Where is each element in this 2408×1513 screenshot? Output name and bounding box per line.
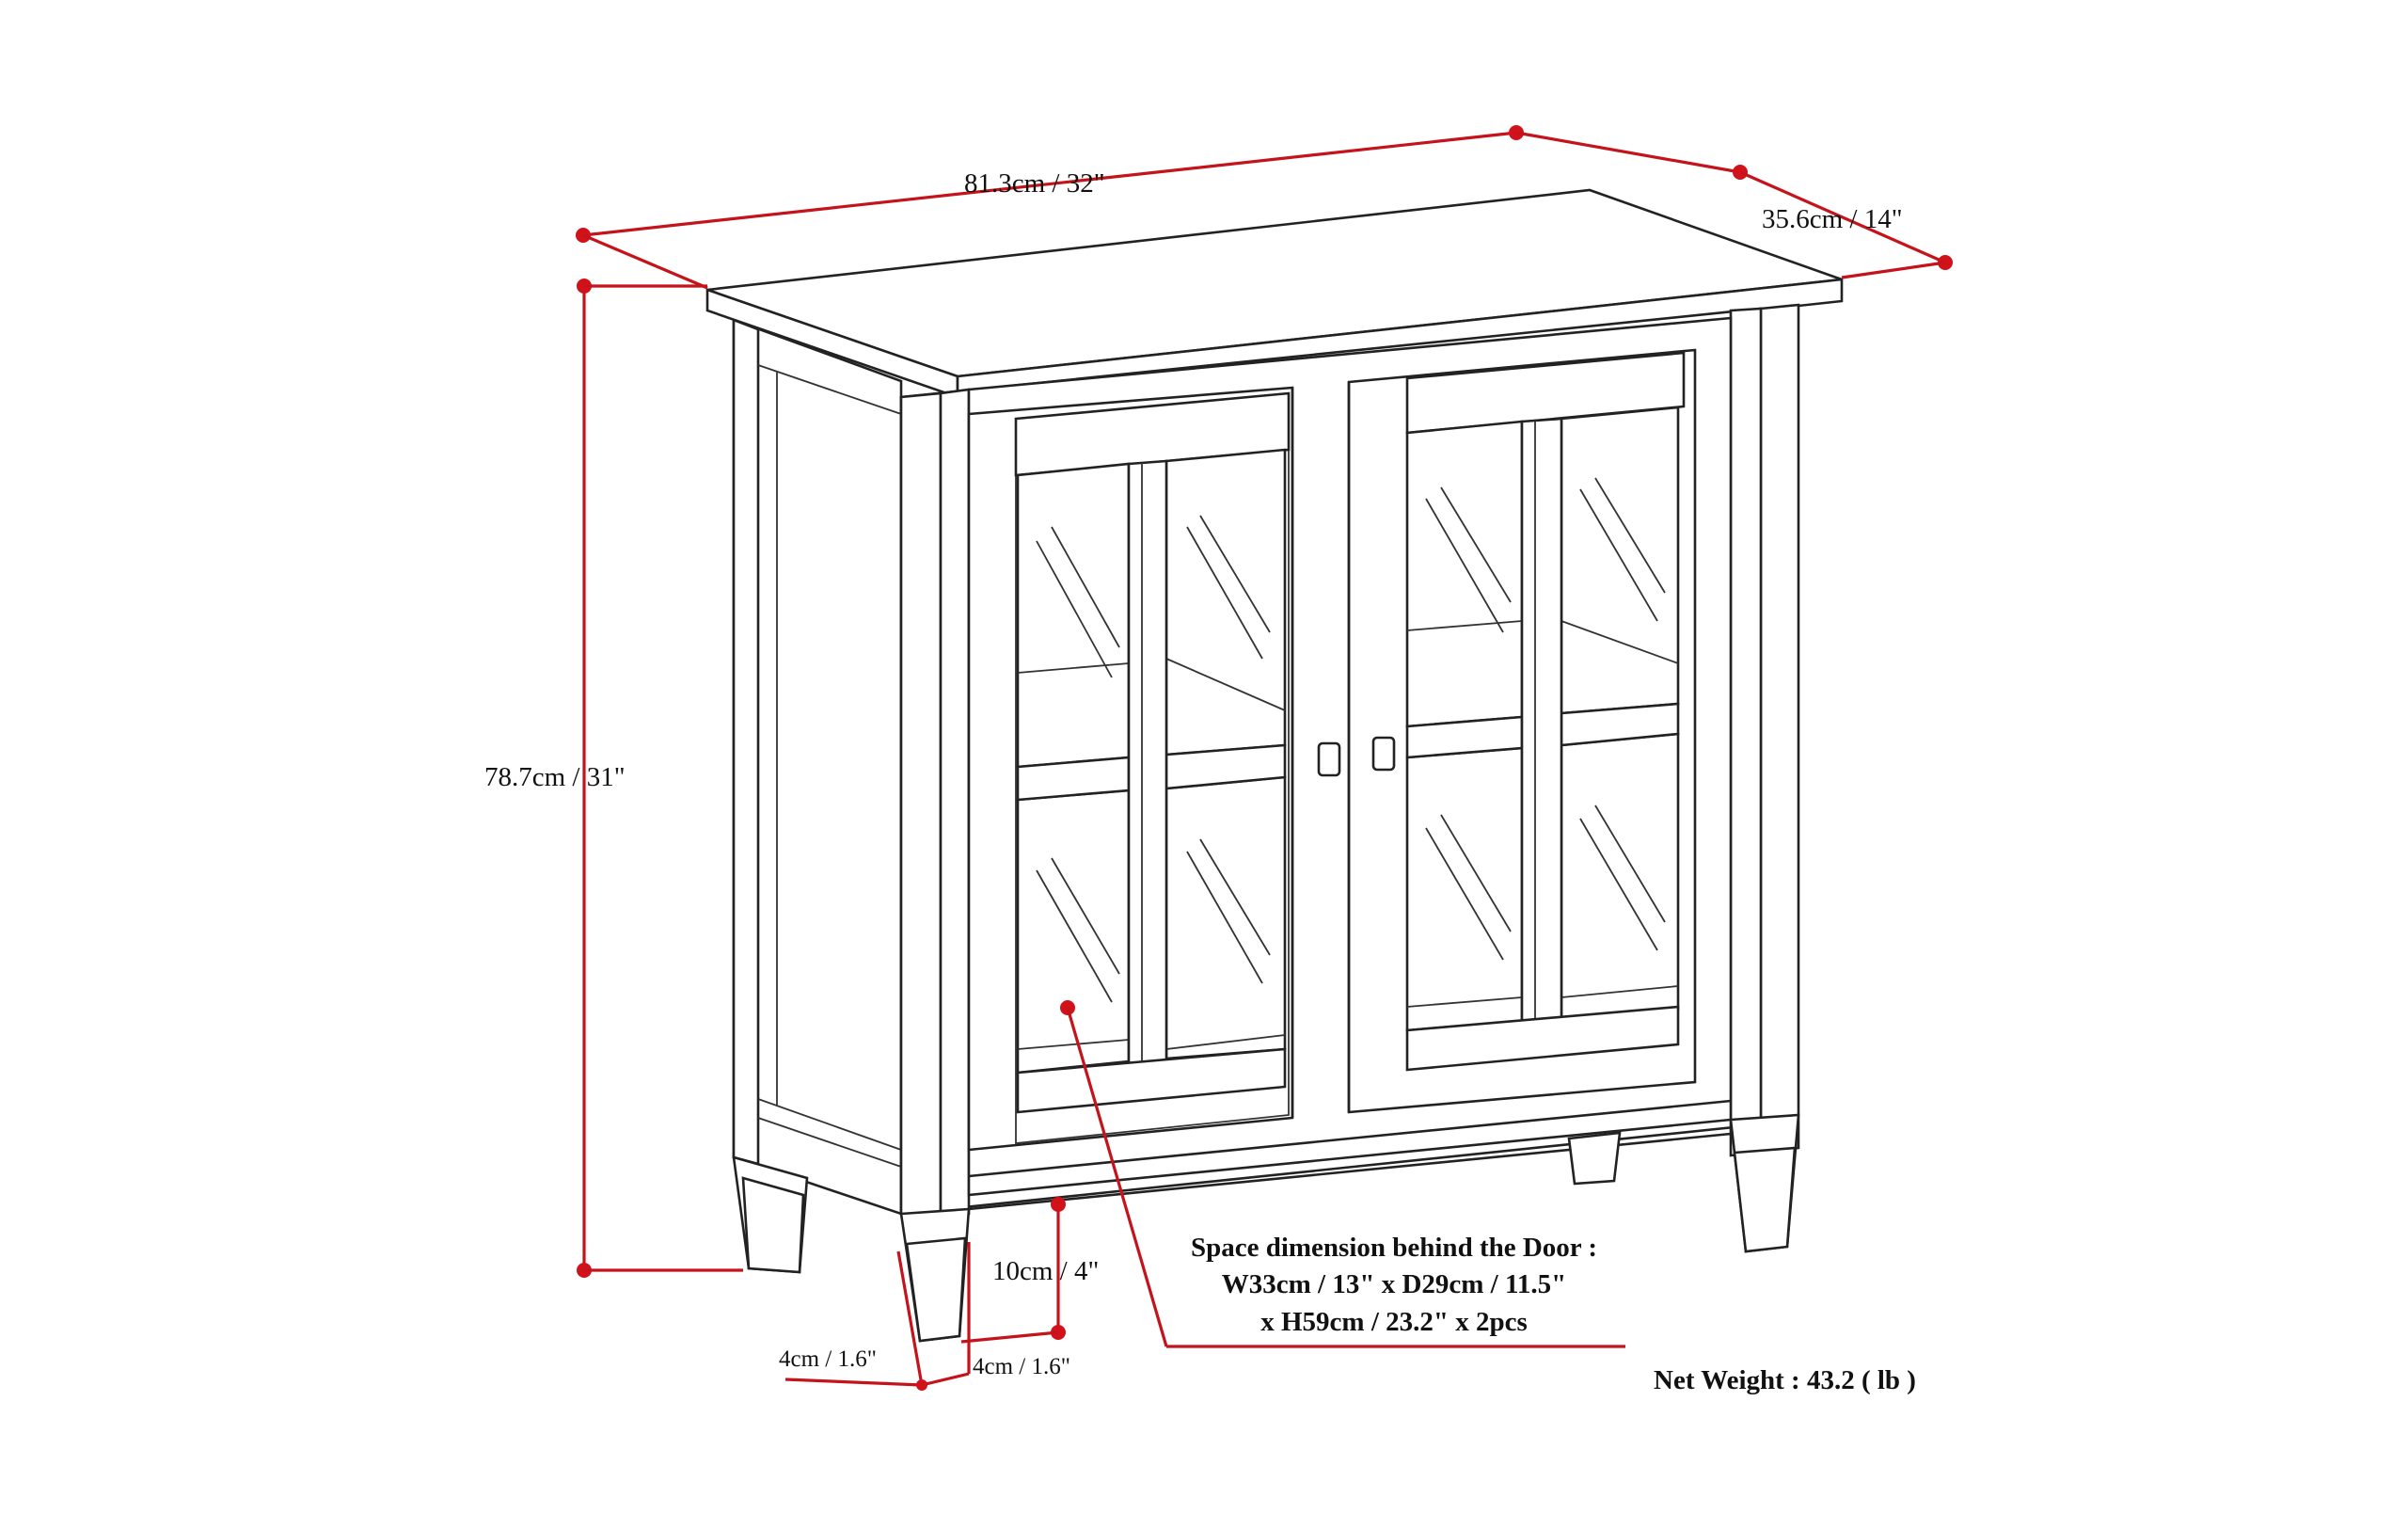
left-door-handle bbox=[1317, 741, 1341, 777]
side-panel-bottom-rail bbox=[757, 1098, 902, 1151]
right-side-post bbox=[1759, 303, 1800, 1155]
space-note-leader-line bbox=[1060, 1000, 1625, 1348]
height-label: 78.7cm / 31" bbox=[484, 762, 626, 792]
space-note-line-1: Space dimension behind the Door : bbox=[1190, 1233, 1598, 1263]
back-right-leg bbox=[1567, 1131, 1622, 1186]
height-dimension-line bbox=[577, 279, 743, 1278]
left-back-post bbox=[732, 318, 760, 1166]
space-note-line-2: W33cm / 13" x D29cm / 11.5" bbox=[1221, 1269, 1567, 1300]
width-label: 81.3cm / 32" bbox=[964, 168, 1105, 199]
right-door-glass-upper-right bbox=[1560, 406, 1680, 715]
side-panel-top-rail bbox=[757, 364, 902, 415]
right-door-glass-lower-left bbox=[1405, 746, 1524, 1032]
right-door-glass-upper-left bbox=[1405, 420, 1524, 728]
leg-width-front-label: 4cm / 1.6" bbox=[973, 1354, 1070, 1379]
leg-width-dimension-line bbox=[784, 1242, 971, 1391]
depth-label: 35.6cm / 14" bbox=[1762, 204, 1903, 234]
depth-dimension-line bbox=[1515, 131, 1953, 279]
leg-height-label: 10cm / 4" bbox=[992, 1256, 1100, 1286]
leg-width-side-label: 4cm / 1.6" bbox=[779, 1346, 877, 1372]
left-door-glass-upper-left bbox=[1016, 462, 1131, 769]
right-door-glass-lower-right bbox=[1560, 732, 1680, 1020]
left-door-glass-upper-right bbox=[1164, 448, 1287, 756]
net-weight-label: Net Weight : 43.2 ( lb ) bbox=[1654, 1365, 1916, 1395]
space-dimension-note: Space dimension behind the Door : W33cm … bbox=[1159, 1230, 1629, 1341]
space-note-line-3: x H59cm / 23.2" x 2pcs bbox=[1260, 1306, 1528, 1337]
leg-height-dimension-line bbox=[960, 1197, 1066, 1344]
left-stile bbox=[899, 391, 943, 1220]
right-stile bbox=[1729, 307, 1763, 1157]
right-door-handle bbox=[1371, 736, 1396, 772]
